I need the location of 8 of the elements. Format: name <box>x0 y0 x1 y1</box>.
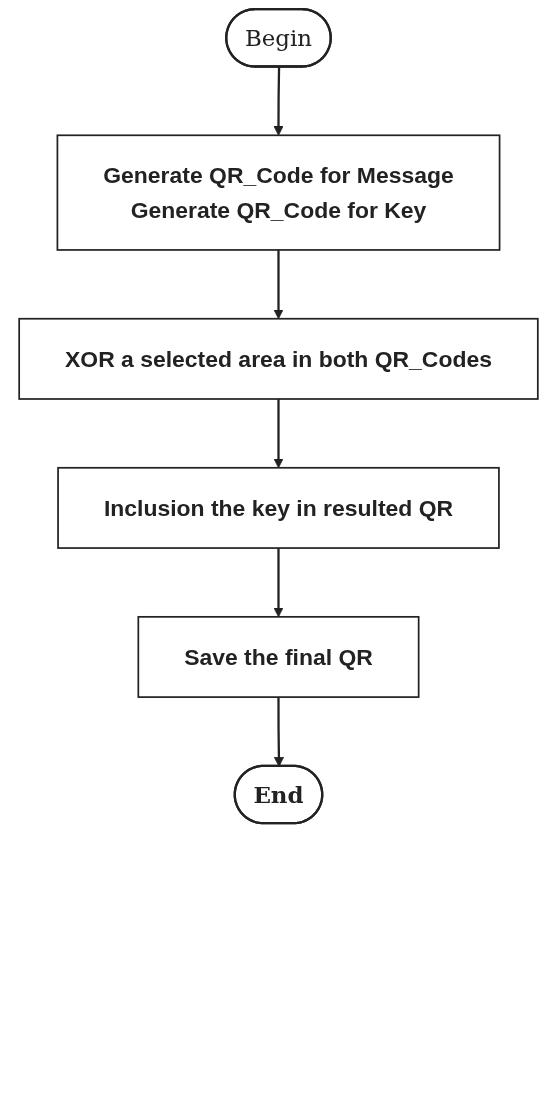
arrow <box>273 548 284 618</box>
arrow <box>273 67 284 136</box>
node-box: Generate QR_Code for Message Generate QR_Code for Key <box>56 134 501 251</box>
arrow <box>273 249 284 320</box>
node-box: Save the final QR <box>137 616 420 698</box>
arrow <box>273 399 284 469</box>
node-box: Inclusion the key in resulted QR <box>57 466 500 549</box>
node-box: XOR a selected area in both QR_Codes <box>18 317 539 400</box>
